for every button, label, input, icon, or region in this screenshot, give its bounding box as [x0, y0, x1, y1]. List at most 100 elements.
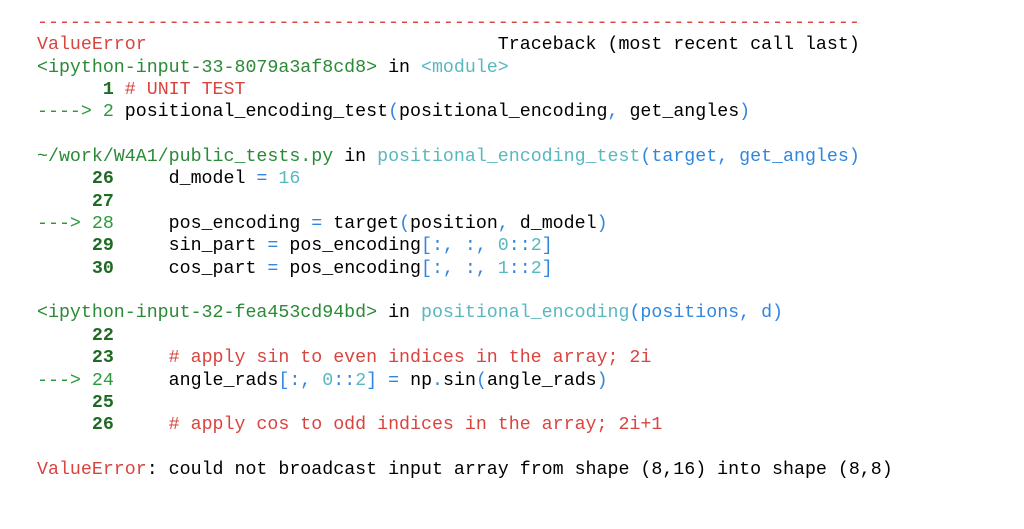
code-token: pos_encoding	[278, 258, 421, 279]
code-token: 27	[37, 191, 114, 212]
code-token: =	[388, 370, 400, 391]
code-token: ValueError	[37, 459, 147, 480]
code-token: 2	[355, 370, 367, 391]
code-token: .	[432, 370, 444, 391]
traceback-line: <ipython-input-32-fea453cd94bd> in posit…	[37, 302, 893, 324]
code-token: get_angles	[618, 102, 740, 123]
code-token: sin	[443, 370, 476, 391]
code-token: position	[410, 214, 498, 235]
code-token: 16	[278, 169, 301, 190]
code-token: ,	[497, 214, 509, 235]
code-token: np	[399, 370, 433, 391]
traceback-line: 26 # apply cos to odd indices in the arr…	[37, 414, 893, 436]
code-token: target	[322, 214, 400, 235]
code-token: ValueError	[37, 35, 147, 56]
traceback-line: 22	[37, 325, 893, 347]
traceback-line: 26 d_model = 16	[37, 168, 893, 190]
code-token: Traceback (most recent call last)	[146, 35, 860, 56]
code-token: ]	[366, 370, 378, 391]
traceback-line	[37, 280, 893, 302]
code-token: pos_encoding	[113, 214, 312, 235]
code-token: ::	[508, 258, 531, 279]
code-token: =	[267, 236, 279, 257]
traceback-line: ----------------------------------------…	[37, 12, 893, 34]
code-token: )	[596, 370, 608, 391]
code-token: cos_part	[113, 258, 268, 279]
code-token: 2	[530, 236, 542, 257]
code-token: ----> 2	[37, 102, 114, 123]
code-token: (	[388, 102, 400, 123]
code-token: [:, :,	[421, 258, 498, 279]
code-token: 29	[37, 236, 114, 257]
code-token: angle_rads	[113, 370, 279, 391]
traceback-line: ValueError: could not broadcast input ar…	[37, 459, 893, 481]
code-token: ---> 28	[37, 214, 114, 235]
code-token: <ipython-input-33-8079a3af8cd8>	[37, 57, 378, 78]
code-token: angle_rads	[486, 370, 597, 391]
code-token: # UNIT TEST	[124, 80, 246, 101]
code-token	[114, 80, 125, 100]
code-token: (target, get_angles)	[640, 147, 860, 168]
traceback-line: ValueError Traceback (most recent call l…	[37, 34, 893, 56]
code-token: 25	[37, 392, 114, 413]
code-token: (	[399, 214, 411, 235]
code-token: positional_encoding	[420, 303, 630, 324]
code-token: d_model	[113, 169, 257, 190]
traceback-line: 27	[37, 191, 893, 213]
traceback-line	[37, 124, 893, 146]
code-token: ]	[541, 236, 553, 257]
traceback-line: ---> 24 angle_rads[:, 0::2] = np.sin(ang…	[37, 370, 893, 392]
traceback-line: 30 cos_part = pos_encoding[:, :, 1::2]	[37, 258, 893, 280]
code-token: 1	[497, 258, 509, 279]
code-token: =	[267, 258, 279, 279]
code-token: ]	[541, 258, 553, 279]
code-token: # apply cos to odd indices in the array;…	[168, 415, 663, 436]
code-token: 2	[530, 258, 542, 279]
code-token: in	[333, 147, 378, 168]
code-token: [:,	[278, 370, 323, 391]
code-token: (	[475, 370, 487, 391]
code-token: (positions, d)	[629, 303, 784, 324]
traceback-line	[37, 437, 893, 459]
code-token: ---> 24	[37, 370, 114, 391]
code-token: 22	[37, 325, 114, 346]
code-token: )	[596, 214, 608, 235]
traceback-line: 25	[37, 392, 893, 414]
traceback-line: 1 # UNIT TEST	[37, 79, 893, 101]
traceback-line: ---> 28 pos_encoding = target(position, …	[37, 213, 893, 235]
traceback-line: ~/work/W4A1/public_tests.py in positiona…	[37, 146, 893, 168]
code-token	[377, 371, 388, 391]
code-token: ,	[607, 102, 619, 123]
code-token: 23	[37, 348, 114, 369]
code-token: )	[739, 102, 751, 123]
code-token: =	[256, 169, 268, 190]
code-token	[114, 348, 169, 368]
code-token: 26	[37, 169, 114, 190]
code-token: 1	[37, 80, 114, 101]
code-token: <module>	[420, 57, 509, 78]
code-token	[114, 415, 169, 435]
code-token: positional_encoding_test	[377, 147, 641, 168]
traceback-line: 23 # apply sin to even indices in the ar…	[37, 347, 893, 369]
code-token: pos_encoding	[278, 236, 421, 257]
code-token: # apply sin to even indices in the array…	[168, 348, 652, 369]
code-token: <ipython-input-32-fea453cd94bd>	[37, 303, 378, 324]
code-token: ::	[508, 236, 531, 257]
traceback-line: ----> 2 positional_encoding_test(positio…	[37, 101, 893, 123]
code-token: in	[377, 303, 421, 324]
code-token: : could not broadcast input array from s…	[146, 459, 893, 480]
code-token: ----------------------------------------…	[37, 13, 860, 33]
code-token: ~/work/W4A1/public_tests.py	[37, 147, 334, 168]
code-token: 0	[322, 370, 334, 391]
code-token: =	[311, 214, 323, 235]
code-token: positional_encoding_test	[113, 102, 389, 123]
traceback-output: ----------------------------------------…	[37, 12, 893, 481]
code-token: 30	[37, 258, 114, 279]
code-token: [:, :,	[421, 236, 498, 257]
code-token: 26	[37, 415, 114, 436]
code-token: 0	[497, 236, 509, 257]
traceback-line: 29 sin_part = pos_encoding[:, :, 0::2]	[37, 235, 893, 257]
code-token: ::	[333, 370, 356, 391]
code-token: positional_encoding	[399, 102, 608, 123]
code-token	[267, 169, 278, 189]
